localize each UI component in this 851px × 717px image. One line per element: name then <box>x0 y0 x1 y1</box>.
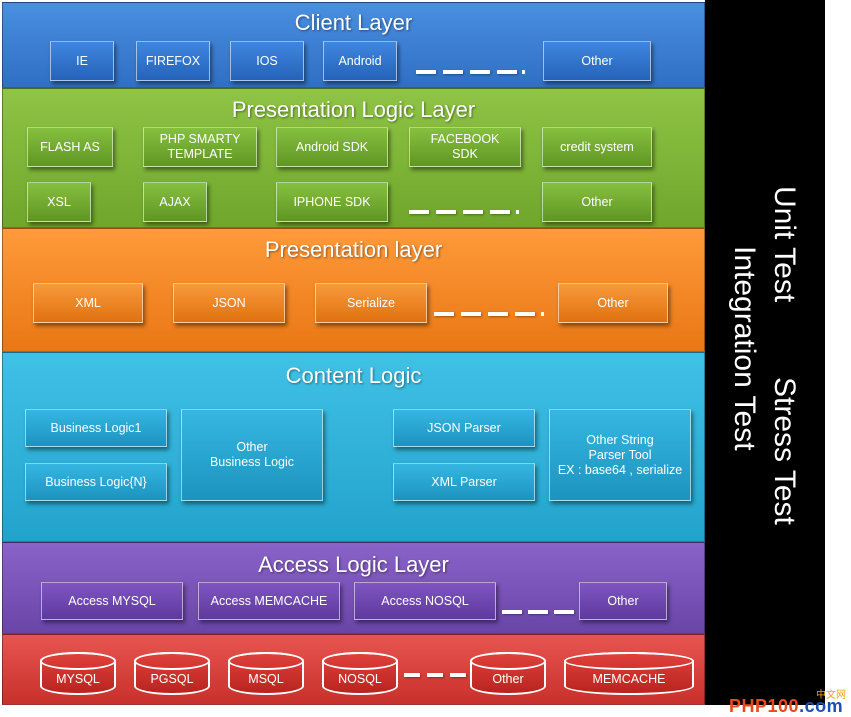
unit-test-label: Unit Test <box>768 186 801 303</box>
ellipsis-dot <box>516 210 519 214</box>
watermark-brand-b: 100 <box>767 696 800 716</box>
access-logic-layer-title: Access Logic Layer <box>258 552 449 577</box>
database-icon-other: Other <box>470 652 546 695</box>
ellipsis-dash <box>502 610 522 614</box>
ellipsis-dash <box>554 610 574 614</box>
ellipsis-dash <box>416 70 436 74</box>
ellipsis-dash <box>528 610 548 614</box>
presentation-logic-layer: Presentation Logic Layer FLASH AS PHP SM… <box>2 88 705 228</box>
client-item-ios: IOS <box>230 41 304 81</box>
database-icon-msql: MSQL <box>228 652 304 695</box>
access-logic-layer: Access Logic Layer Access MYSQL Access M… <box>2 542 705 634</box>
pres-item-xml: XML <box>33 283 143 323</box>
access-nosql: Access NOSQL <box>354 582 496 620</box>
access-other: Other <box>579 582 667 620</box>
ellipsis-dash <box>434 312 454 316</box>
ellipsis-dash <box>463 210 483 214</box>
plogic-item-ajax: AJAX <box>143 182 207 222</box>
ellipsis-dash <box>436 210 456 214</box>
client-item-ie: IE <box>50 41 114 81</box>
business-logic-1: Business Logic1 <box>25 409 167 447</box>
storage-layer: MYSQL PGSQL MSQL NOSQL Other MEMCACHE <box>2 634 705 705</box>
client-layer-title: Client Layer <box>294 10 413 35</box>
client-layer: Client Layer IE FIREFOX IOS Android Othe… <box>2 2 705 88</box>
business-logic-n: Business Logic{N} <box>25 463 167 501</box>
client-item-other: Other <box>543 41 651 81</box>
ellipsis-dash <box>470 70 490 74</box>
database-icon-pgsql: PGSQL <box>134 652 210 695</box>
plogic-item-credit-system: credit system <box>542 127 652 167</box>
stress-test-label: Stress Test <box>768 377 801 525</box>
database-icon-memcache: MEMCACHE <box>564 652 694 695</box>
ellipsis-dash <box>490 210 510 214</box>
plogic-item-iphone-sdk: IPHONE SDK <box>276 182 388 222</box>
ellipsis-dash <box>461 312 481 316</box>
integration-test-label: Integration Test <box>728 246 761 451</box>
pres-item-other: Other <box>558 283 668 323</box>
test-panel: Unit Test Stress Test Integration Test <box>705 0 825 705</box>
client-item-android: Android <box>323 41 397 81</box>
access-memcache: Access MEMCACHE <box>198 582 340 620</box>
other-string-parser-tool: Other String Parser Tool EX : base64 , s… <box>549 409 691 501</box>
ellipsis-dash <box>427 673 443 677</box>
plogic-item-xsl: XSL <box>27 182 91 222</box>
watermark-logo: PHP100.com <box>729 696 843 717</box>
client-item-firefox: FIREFOX <box>136 41 210 81</box>
pres-item-json: JSON <box>173 283 285 323</box>
ellipsis-dash <box>488 312 508 316</box>
json-parser: JSON Parser <box>393 409 535 447</box>
presentation-layer-title: Presentation layer <box>264 237 443 262</box>
ellipsis-dash <box>409 210 429 214</box>
ellipsis-dot <box>541 312 544 316</box>
plogic-item-facebook-sdk: FACEBOOK SDK <box>409 127 521 167</box>
watermark-cn-text: 中文网 <box>816 690 846 701</box>
presentation-layer: Presentation layer XML JSON Serialize Ot… <box>2 228 705 352</box>
ellipsis-dash <box>497 70 517 74</box>
database-icon-nosql: NOSQL <box>322 652 398 695</box>
other-business-logic: Other Business Logic <box>181 409 323 501</box>
ellipsis-dash <box>450 673 466 677</box>
plogic-item-php-smarty: PHP SMARTY TEMPLATE <box>143 127 257 167</box>
ellipsis-dash <box>404 673 420 677</box>
ellipsis-dash <box>443 70 463 74</box>
pres-item-serialize: Serialize <box>315 283 427 323</box>
content-logic-title: Content Logic <box>285 363 422 388</box>
database-icon-mysql: MYSQL <box>40 652 116 695</box>
presentation-logic-layer-title: Presentation Logic Layer <box>231 97 476 122</box>
plogic-item-android-sdk: Android SDK <box>276 127 388 167</box>
content-logic-layer: Content Logic Business Logic1 Business L… <box>2 352 705 542</box>
plogic-item-flash-as: FLASH AS <box>27 127 113 167</box>
watermark-brand-a: PHP <box>729 696 768 716</box>
access-mysql: Access MYSQL <box>41 582 183 620</box>
watermark-brand-c: .com <box>799 696 844 716</box>
plogic-item-other: Other <box>542 182 652 222</box>
ellipsis-dash <box>515 312 535 316</box>
ellipsis-dot <box>522 70 525 74</box>
xml-parser: XML Parser <box>393 463 535 501</box>
